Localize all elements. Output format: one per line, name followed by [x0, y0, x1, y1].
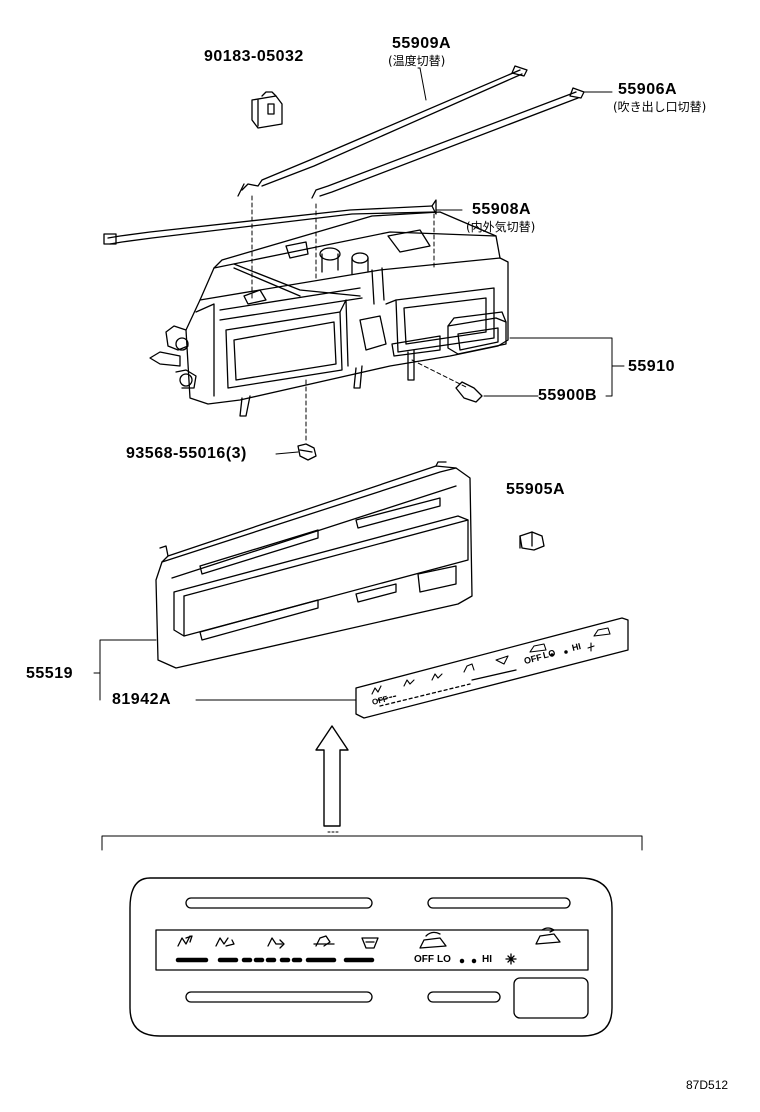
panel-lo-label: LO [437, 954, 451, 965]
cable-air-intake [103, 199, 437, 245]
label-90183-05032: 90183-05032 [204, 48, 304, 65]
label-55908a: 55908A [472, 201, 532, 218]
cable-temperature [237, 65, 528, 197]
plate-icons [371, 627, 611, 695]
label-55519: 55519 [26, 665, 73, 682]
panel-hi-label: HI [482, 954, 492, 965]
defroster-icon [361, 937, 379, 949]
panel-off-label: OFF [414, 954, 434, 965]
label-55906a: 55906A [618, 81, 678, 98]
leader-lines [93, 337, 643, 851]
note-55909a: (温度切替) [388, 54, 446, 68]
face-panel [155, 461, 473, 669]
panel-front-view [129, 877, 613, 1037]
label-55909a: 55909A [392, 35, 452, 52]
recirculate-icon [535, 927, 561, 945]
view-arrow [315, 725, 349, 827]
label-81942a: 81942A [112, 691, 172, 708]
diagram-code: 87D512 [686, 1078, 729, 1092]
guide-lines [251, 195, 469, 441]
screw-part [275, 443, 317, 461]
bi-level-icon [215, 937, 235, 947]
indicator-plate [355, 617, 629, 719]
fan-icon [505, 953, 517, 965]
foot-icon [267, 937, 285, 949]
cable-outlet [311, 87, 585, 199]
fresh-air-icon [419, 931, 447, 949]
label-55900b: 55900B [538, 387, 598, 404]
panel-icons [177, 927, 561, 965]
label-93568-55016: 93568-55016(3) [126, 445, 247, 462]
note-55906a: (吹き出し口切替) [613, 100, 707, 114]
foot-defrost-icon [313, 935, 335, 947]
knob-part [519, 531, 545, 551]
label-55910: 55910 [628, 358, 675, 375]
control-mechanism [149, 211, 509, 417]
vent-face-icon [177, 935, 193, 947]
clip-part [251, 91, 283, 129]
label-55905a: 55905A [506, 481, 566, 498]
note-55908a: (内外気切替) [466, 220, 536, 234]
